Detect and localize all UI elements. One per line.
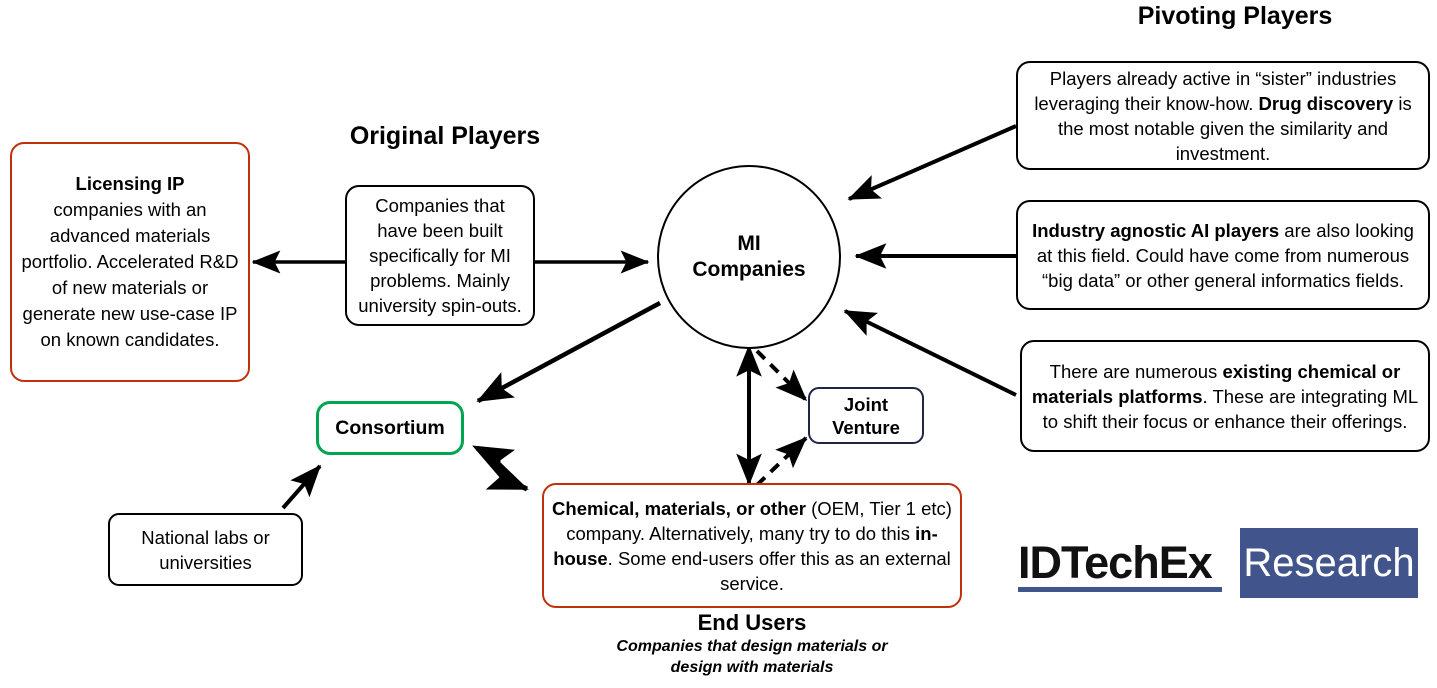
node-pivoting-ai-players[interactable]: Industry agnostic AI players are also lo…	[1016, 200, 1430, 310]
drug-discovery-text: Players already active in “sister” indus…	[1018, 66, 1428, 166]
end-users-caption-sub-line1: Companies that design materials or	[616, 638, 888, 655]
drug-discovery-part1: Players already active in “sister” indus…	[1034, 67, 1397, 114]
licensing-ip-text: Licensing IP companies with an advanced …	[12, 171, 248, 353]
node-pivoting-drug-discovery[interactable]: Players already active in “sister” indus…	[1016, 61, 1430, 170]
end-users-box-text: Chemical, materials, or other (OEM, Tier…	[544, 496, 960, 596]
edge-platforms-to-mi	[843, 309, 1017, 397]
logo-research-block: Research	[1240, 528, 1418, 598]
end-users-bold1: Chemical, materials, or other	[552, 497, 806, 519]
end-users-caption-title: End Users	[697, 610, 807, 635]
consortium-label: Consortium	[335, 416, 445, 439]
end-users-bold2: in-house	[553, 522, 938, 569]
chemical-platforms-text: There are numerous existing chemical or …	[1022, 359, 1428, 434]
edge-drugdiscovery-to-mi	[847, 124, 1017, 201]
node-consortium[interactable]: Consortium	[316, 401, 464, 455]
edge-endusers-to-jointventure-dashed	[755, 436, 808, 487]
node-original-players-box[interactable]: Companies that have been built specifica…	[345, 185, 535, 326]
mi-companies-line1: MI	[737, 232, 761, 255]
original-players-box-text: Companies that have been built specifica…	[358, 195, 522, 316]
logo-wordmark: IDTechEx	[1018, 528, 1226, 598]
node-joint-venture[interactable]: Joint Venture	[808, 387, 924, 444]
end-users-part3: . Some end-users offer this as an extern…	[607, 547, 951, 594]
node-end-users-box[interactable]: Chemical, materials, or other (OEM, Tier…	[542, 483, 962, 608]
joint-venture-label: Joint Venture	[810, 393, 922, 439]
logo-underline-bar	[1018, 587, 1222, 592]
national-labs-text: National labs or universities	[141, 526, 270, 573]
joint-venture-line1: Joint	[843, 393, 889, 415]
licensing-ip-body: companies with an advanced materials por…	[21, 199, 239, 350]
drug-discovery-part2: is the most notable given the similarity…	[1057, 92, 1412, 164]
ai-players-part2: are also looking at this field. Could ha…	[1036, 219, 1414, 291]
joint-venture-line2: Venture	[832, 416, 900, 438]
heading-original-players-text: Original Players	[349, 122, 541, 150]
node-national-labs[interactable]: National labs or universities	[108, 513, 303, 586]
mi-companies-line2: Companies	[692, 258, 806, 281]
edge-mi-to-jointventure-dashed	[755, 349, 808, 402]
chemical-platforms-part2: . These are integrating ML to shift thei…	[1042, 385, 1419, 432]
heading-pivoting-players-text: Pivoting Players	[1137, 2, 1333, 30]
ai-players-text: Industry agnostic AI players are also lo…	[1018, 218, 1428, 293]
chemical-platforms-part1: There are numerous	[1049, 360, 1223, 382]
logo-right-text: Research	[1243, 541, 1415, 585]
logo-left-text: IDTechEx	[1018, 537, 1213, 588]
heading-pivoting-players: Pivoting Players	[1080, 2, 1390, 31]
end-users-part2: (OEM, Tier 1 etc) company. Alternatively…	[566, 497, 952, 544]
caption-end-users: End Users Companies that design material…	[552, 610, 952, 678]
heading-original-players: Original Players	[320, 122, 570, 151]
licensing-ip-lead: Licensing IP	[75, 173, 185, 194]
edge-nationallabs-to-consortium	[281, 464, 322, 510]
edge-consortium-to-endusers-curve	[472, 445, 529, 492]
end-users-caption-sub-line2: design with materials	[670, 659, 834, 676]
node-pivoting-chemical-platforms[interactable]: There are numerous existing chemical or …	[1020, 340, 1430, 452]
idtechex-research-logo: IDTechEx Research	[1018, 528, 1418, 598]
node-mi-companies[interactable]: MI Companies	[657, 165, 841, 349]
mi-companies-label: MI Companies	[659, 231, 839, 283]
drug-discovery-bold: Drug discovery	[1258, 92, 1394, 114]
ai-players-bold: Industry agnostic AI players	[1032, 219, 1280, 241]
node-licensing-ip[interactable]: Licensing IP companies with an advanced …	[10, 142, 250, 382]
chemical-platforms-bold: existing chemical or materials platforms	[1031, 360, 1401, 407]
